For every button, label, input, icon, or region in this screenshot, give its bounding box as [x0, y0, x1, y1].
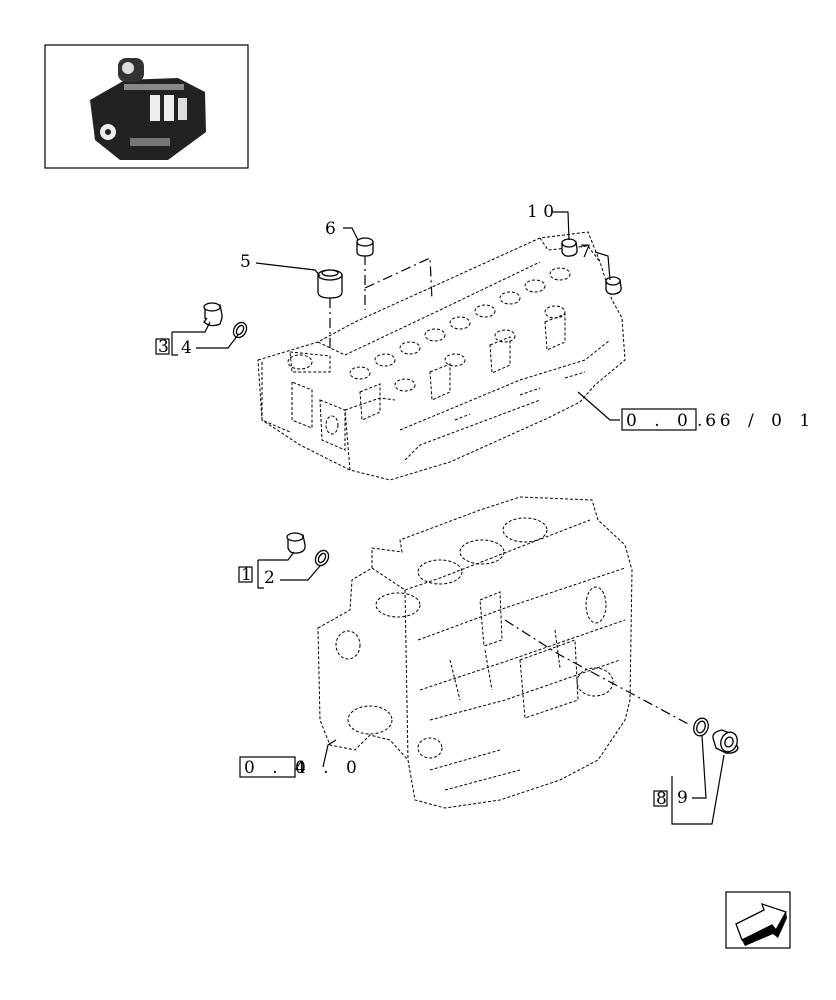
- callout-9: 9: [677, 788, 688, 808]
- callout-6: 6: [325, 219, 336, 239]
- callout-1-box[interactable]: 1: [238, 565, 253, 585]
- part-8-plug[interactable]: [712, 729, 740, 754]
- callout-3-box[interactable]: 3: [155, 337, 170, 357]
- part-7-plug[interactable]: [605, 276, 622, 295]
- valve-seat-row: [349, 267, 571, 392]
- part-10-plug[interactable]: [561, 238, 578, 257]
- reference-head-box-text: 0 . 0 6: [626, 411, 722, 431]
- engine-thumbnail-icon: [90, 58, 206, 160]
- callout-3: 3: [158, 337, 169, 357]
- callout-8-box[interactable]: 8: [653, 789, 668, 809]
- callout-7: 7: [580, 242, 591, 262]
- reference-block-suffix: 4 . 0: [295, 758, 363, 778]
- engine-thumbnail[interactable]: [44, 44, 249, 169]
- callout-8: 8: [656, 789, 667, 809]
- part-4-washer[interactable]: [231, 320, 249, 340]
- reference-cylinder-head[interactable]: 0 . 0 6 . 6 / 0 1: [621, 408, 816, 431]
- leader-lines: [171, 211, 725, 825]
- part-5-sleeve[interactable]: [317, 269, 343, 299]
- callout-2: 2: [264, 568, 275, 588]
- arrow-icon: [735, 902, 787, 946]
- part-2-washer[interactable]: [313, 548, 331, 568]
- callout-1: 1: [241, 565, 252, 585]
- cylinder-bore-row: [375, 517, 548, 618]
- callout-5: 5: [240, 252, 251, 272]
- callouts: 5 6 1 0 7 4 2 9: [181, 202, 688, 808]
- part-3-plug[interactable]: [203, 302, 223, 327]
- part-6-plug[interactable]: [356, 237, 374, 257]
- engine-block: [317, 496, 691, 809]
- reference-head-suffix: . 6 / 0 1: [697, 411, 816, 431]
- callout-4: 4: [181, 338, 192, 358]
- cylinder-head: [257, 231, 626, 481]
- part-9-washer[interactable]: [691, 716, 710, 738]
- part-1-plug[interactable]: [286, 532, 306, 554]
- reference-engine-block[interactable]: 0 . 0 4 . 0: [239, 756, 363, 778]
- reference-block-box-text: 0 . 0: [244, 758, 312, 778]
- nav-arrow-button[interactable]: [725, 891, 791, 949]
- callout-10: 1 0: [527, 202, 554, 222]
